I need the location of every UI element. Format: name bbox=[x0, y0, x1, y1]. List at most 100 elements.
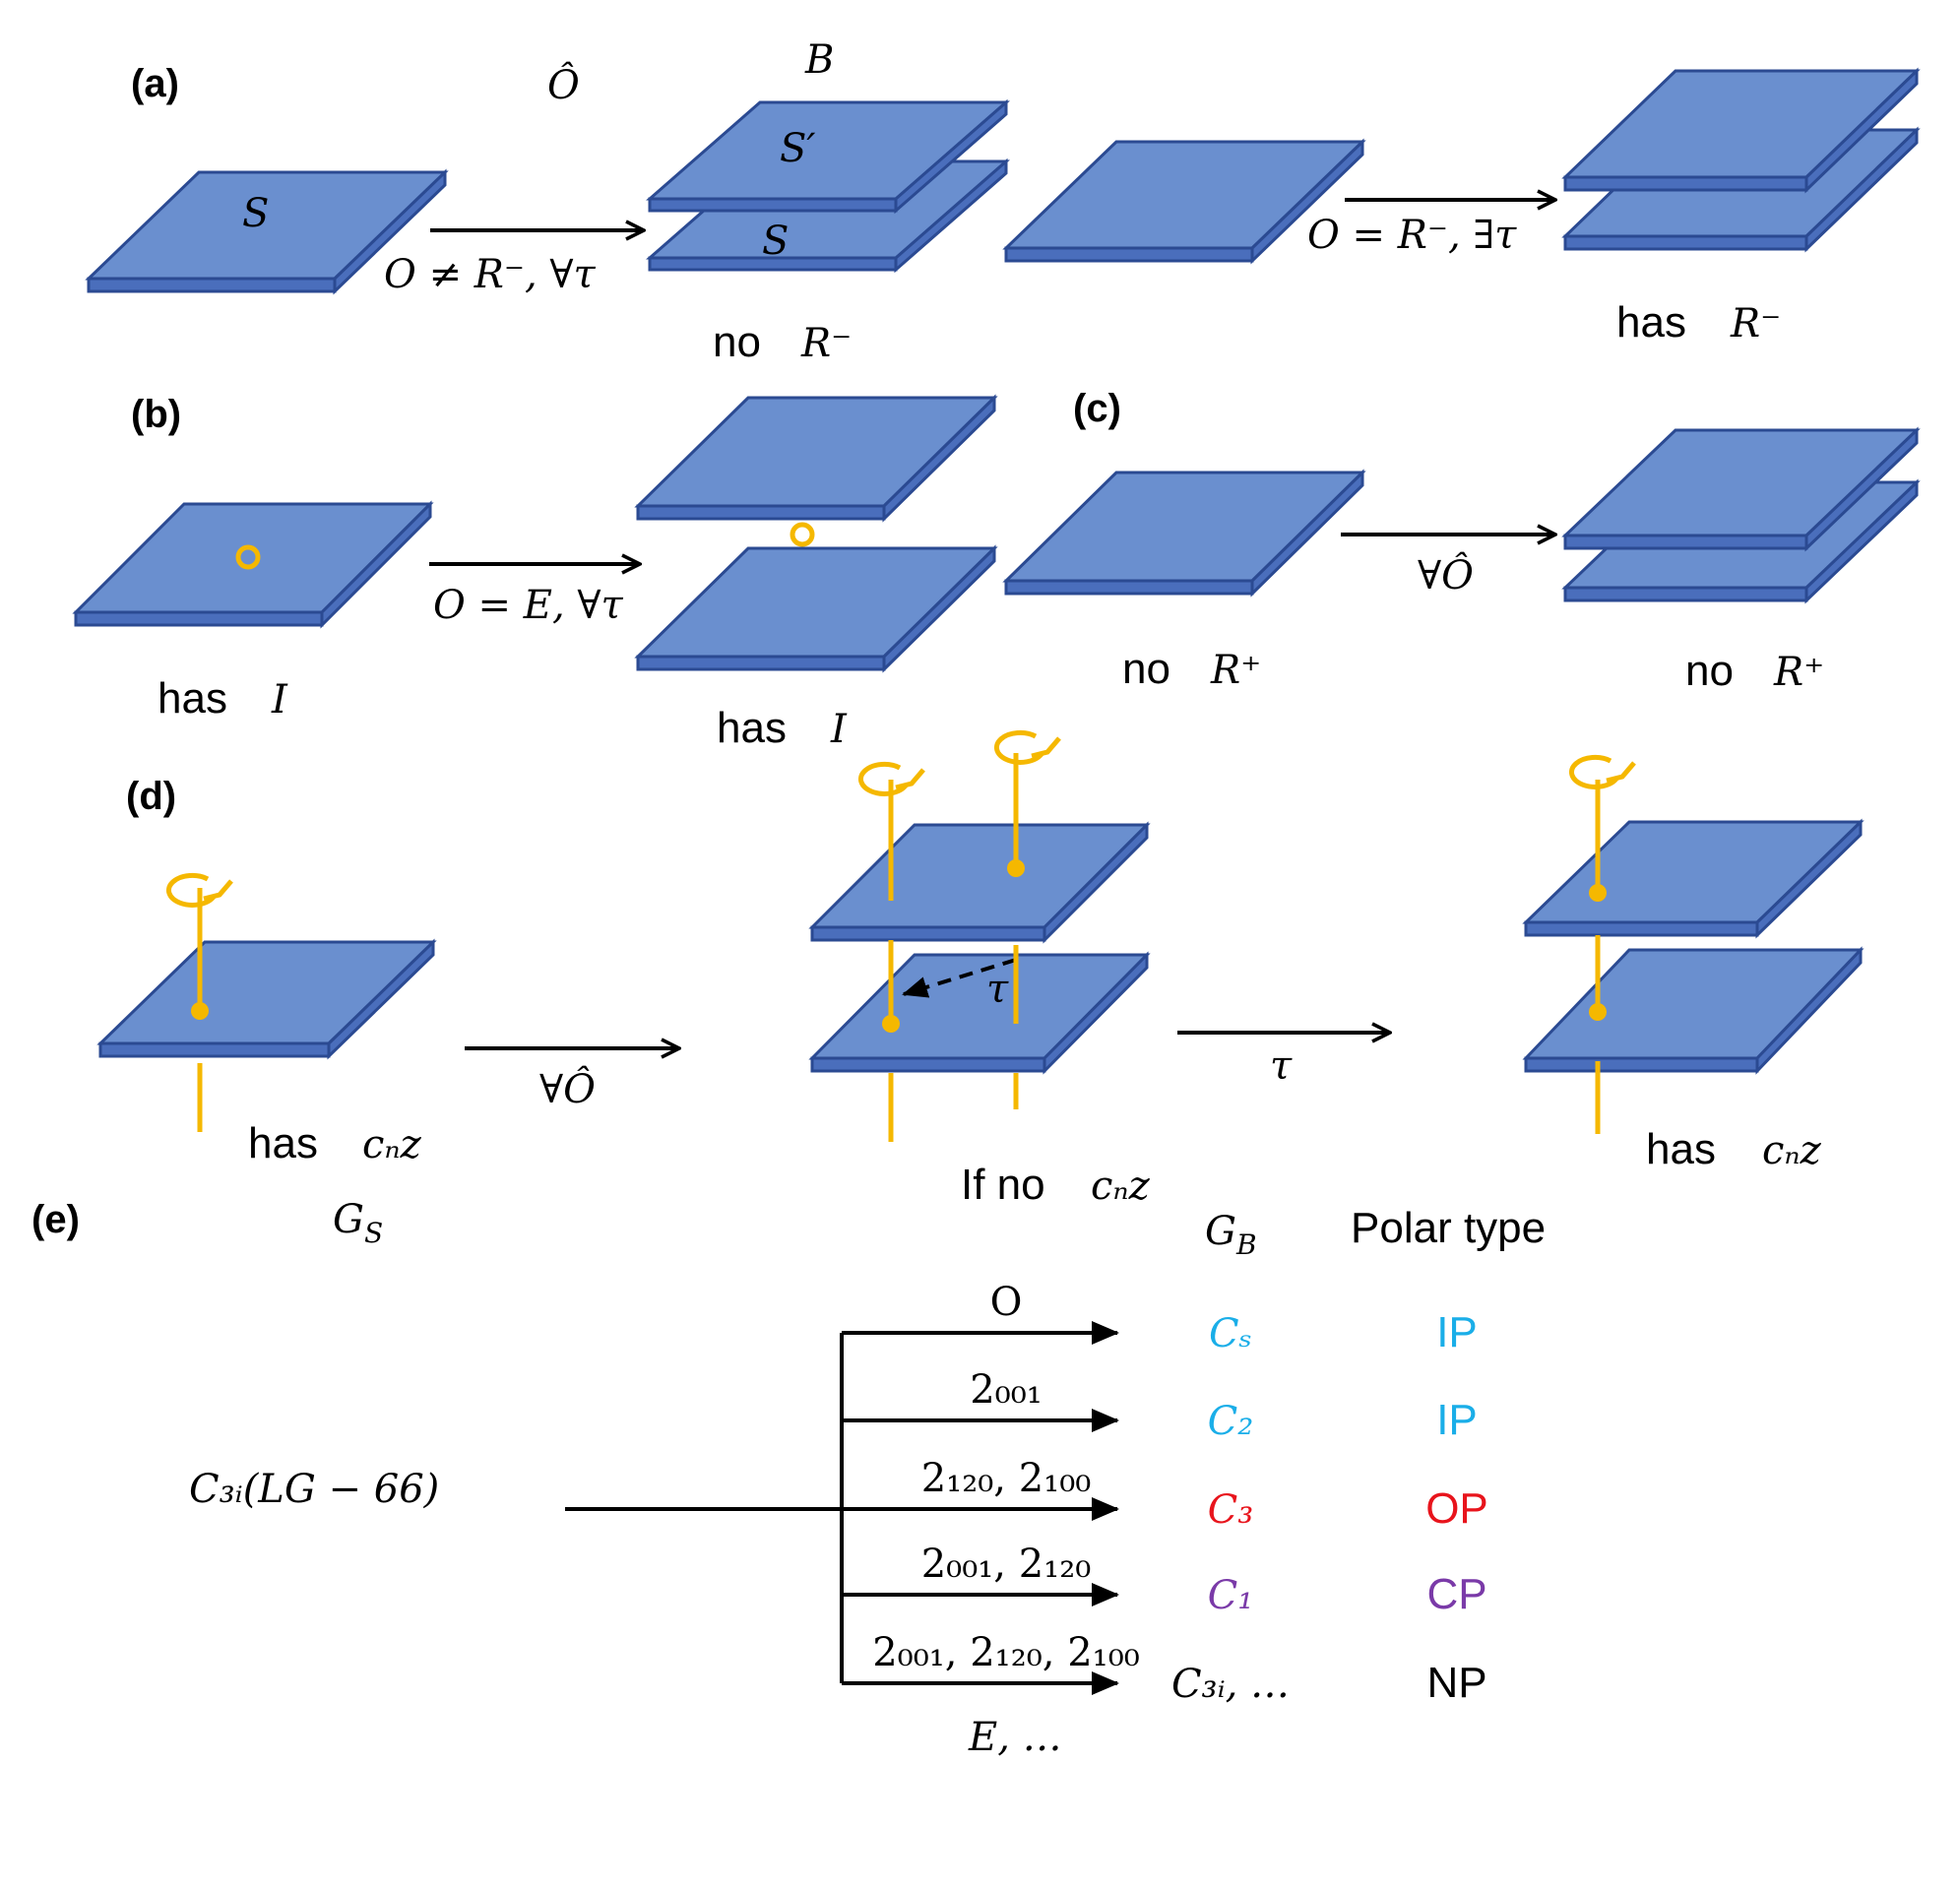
panel-c-label: (c) bbox=[1073, 387, 1121, 430]
rotation-axis-layer bbox=[165, 729, 1636, 1142]
branch-operation-label: O bbox=[990, 1280, 1023, 1325]
branch-operation-label: 2₁₂₀, 2₁₀₀ bbox=[921, 1456, 1092, 1501]
polar-type-value: IP bbox=[1436, 1308, 1478, 1356]
slab-front bbox=[98, 1041, 331, 1058]
subgroup-label: C₂ bbox=[1208, 1399, 1254, 1444]
GB-header: GB bbox=[1205, 1209, 1257, 1261]
rotation-swirl-icon bbox=[993, 729, 1061, 765]
inversion-center-icon bbox=[790, 522, 815, 547]
slab-side bbox=[894, 157, 1008, 274]
subgroup-row: O Cₛ IP bbox=[842, 1280, 1478, 1356]
arrow-d2-label: τ bbox=[1270, 1043, 1293, 1089]
layer-slab bbox=[634, 394, 998, 523]
slab-side bbox=[333, 168, 447, 295]
inversion-center-icon bbox=[235, 544, 261, 570]
layer-slab bbox=[1561, 67, 1921, 194]
polar-type-header: Polar type bbox=[1351, 1204, 1546, 1252]
layer-slab bbox=[634, 544, 998, 673]
slab-side bbox=[1755, 946, 1863, 1075]
branch-operation-label: 2₀₀₁ bbox=[970, 1367, 1043, 1413]
if-no-cnz-word: If no bbox=[961, 1161, 1045, 1209]
branch-operation-label: 2₀₀₁, 2₁₂₀, 2₁₀₀ bbox=[872, 1630, 1140, 1675]
panel-d-label: (d) bbox=[126, 775, 176, 818]
slab-front bbox=[1563, 534, 1808, 550]
panel-b: (b) O = E, ∀τ has I has I bbox=[131, 393, 848, 752]
subgroup-label: Cₛ bbox=[1209, 1311, 1252, 1356]
no-R-plus-symbol: R⁺ bbox=[1210, 648, 1261, 693]
panel-e-label: (e) bbox=[32, 1198, 80, 1241]
slab-front bbox=[810, 1056, 1046, 1073]
has-cnz-word: has bbox=[248, 1119, 318, 1167]
no-R-plus-word: no bbox=[1122, 645, 1170, 693]
has-I-symbol: I bbox=[271, 677, 288, 723]
panel-a: (a) Ô B S S′ S O ≠ R⁻, ∀τ O = R⁻, ∃τ no … bbox=[131, 37, 1781, 366]
slab-front bbox=[636, 655, 886, 671]
slab-front bbox=[1563, 586, 1808, 602]
layer-slab bbox=[808, 821, 1151, 944]
slab-side bbox=[1250, 469, 1364, 598]
layer-slab bbox=[646, 98, 1010, 215]
slab-side bbox=[1804, 426, 1919, 552]
arrow-c-label: ∀Ô bbox=[1418, 552, 1474, 598]
bilayer-B-label: B bbox=[804, 37, 834, 83]
polar-type-value: IP bbox=[1436, 1396, 1478, 1444]
axis-point bbox=[1007, 859, 1025, 877]
layer-slab bbox=[1002, 469, 1366, 598]
arrow-a2-label: O = R⁻, ∃τ bbox=[1307, 213, 1517, 258]
polar-type-value: CP bbox=[1426, 1570, 1486, 1618]
slab-side bbox=[1755, 818, 1863, 939]
monolayer-S-label: S bbox=[242, 191, 269, 236]
panel-b-label: (b) bbox=[131, 393, 181, 436]
layer-S-label: S bbox=[762, 219, 789, 264]
has-I-symbol: I bbox=[830, 707, 848, 752]
layer-slab bbox=[1002, 138, 1366, 265]
slab-side bbox=[320, 500, 432, 629]
slab-side bbox=[882, 394, 996, 523]
slab-side bbox=[1804, 126, 1919, 253]
subgroup-label: C₃ᵢ, … bbox=[1171, 1662, 1290, 1707]
arrow-d1-label: ∀Ô bbox=[539, 1066, 596, 1112]
layer-S-prime-label: S′ bbox=[780, 126, 815, 171]
axis-point bbox=[191, 1002, 209, 1020]
branch-operation-label: 2₀₀₁, 2₁₂₀ bbox=[921, 1542, 1092, 1587]
slab-front bbox=[810, 925, 1046, 942]
slab-side bbox=[1804, 478, 1919, 604]
bottom-branch-label: E, … bbox=[968, 1715, 1062, 1760]
slab-side bbox=[894, 98, 1008, 215]
slab-front bbox=[87, 277, 337, 293]
subgroup-row: 2₀₀₁ C₂ IP bbox=[842, 1367, 1478, 1444]
layer-slab bbox=[96, 938, 437, 1060]
polar-type-value: NP bbox=[1426, 1659, 1486, 1707]
no-R-plus-symbol: R⁺ bbox=[1773, 650, 1824, 695]
arrow-b-label: O = E, ∀τ bbox=[433, 583, 624, 628]
layer-slab bbox=[808, 951, 1151, 1075]
layer-slab bbox=[1522, 818, 1865, 939]
no-R-plus-word: no bbox=[1685, 647, 1734, 695]
layer-slab bbox=[1522, 946, 1865, 1075]
arrow-a1-label: O ≠ R⁻, ∀τ bbox=[384, 252, 597, 297]
subgroup-label: C₃ bbox=[1208, 1487, 1254, 1533]
no-R-minus-word: no bbox=[713, 318, 761, 366]
rotation-swirl-icon bbox=[1568, 754, 1636, 789]
has-cnz-word: has bbox=[1646, 1125, 1716, 1173]
translation-tau-arrow bbox=[902, 958, 1017, 998]
GS-main: G bbox=[333, 1197, 364, 1242]
axis-point bbox=[1589, 884, 1607, 902]
layer-slab bbox=[85, 168, 449, 295]
slab-front bbox=[636, 504, 886, 521]
if-no-cnz-symbol: cₙz bbox=[1091, 1164, 1151, 1209]
rotation-swirl-icon bbox=[857, 761, 925, 796]
layer-slab bbox=[1561, 426, 1921, 552]
slab-layer bbox=[72, 67, 1921, 1075]
slab-front bbox=[1563, 175, 1808, 192]
layer-slab bbox=[72, 500, 434, 629]
slab-front bbox=[1524, 1056, 1759, 1073]
GS-header: GS bbox=[333, 1197, 383, 1249]
slab-front bbox=[648, 197, 898, 213]
slab-side bbox=[1043, 951, 1149, 1075]
axis-point bbox=[882, 1015, 900, 1033]
